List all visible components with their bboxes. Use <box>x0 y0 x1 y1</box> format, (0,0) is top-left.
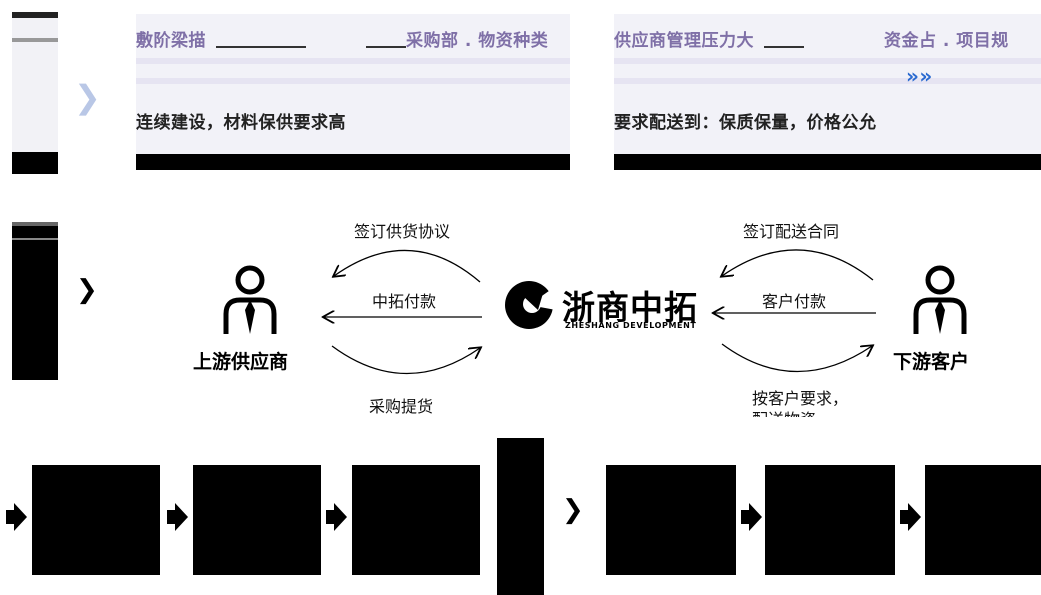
chevron-right-icon: ❯ <box>74 78 101 116</box>
logo-name: 浙商中拓 <box>562 288 698 327</box>
downstream-customer-label: 下游客户 <box>893 351 970 373</box>
banner-right-subtitle: 要求配送到：保质保量，价格公允 <box>614 113 877 133</box>
arrow-purchase-pickup <box>331 345 480 375</box>
chevron-right-icon: ❯ <box>76 275 98 305</box>
left-strip-top <box>12 12 58 174</box>
banner-right: 供应商管理压力大 资金占 . 项目规 »» 要求配送到：保质保量，价格公允 <box>614 14 1041 170</box>
person-icon <box>913 265 967 334</box>
banner-right-title-tail: 资金占 . 项目规 <box>884 31 1009 51</box>
arrow-right-icon <box>167 503 188 531</box>
logo-subtitle: ZHESHANG DEVELOPMENT <box>565 321 697 330</box>
step-block-5 <box>765 465 895 575</box>
banner-right-title: 供应商管理压力大 <box>614 31 754 51</box>
banner-left-title: 敷阶梁描 <box>136 31 206 51</box>
label-zhongtuo-pay: 中拓付款 <box>372 292 437 311</box>
arrow-sign-supply <box>334 249 481 283</box>
step-block-6 <box>925 465 1041 575</box>
left-block-middle <box>12 222 58 380</box>
banner-left-subtitle: 连续建设，材料保供要求高 <box>136 113 346 133</box>
arrow-right-icon <box>326 503 347 531</box>
step-block-2 <box>193 465 321 575</box>
step-block-1 <box>32 465 160 575</box>
arrow-sign-delivery <box>722 249 874 281</box>
step-block-4 <box>606 465 736 575</box>
step-block-3 <box>352 465 480 575</box>
label-customer-pay: 客户付款 <box>762 292 827 311</box>
banner-left-title-tail: 采购部 . 物资种类 <box>406 31 549 51</box>
label-deliver-line1: 按客户要求， <box>752 389 849 408</box>
arrow-right-icon <box>900 503 921 531</box>
arrow-right-icon <box>741 503 762 531</box>
logo-icon <box>505 281 556 329</box>
label-sign-delivery: 签订配送合同 <box>743 222 840 241</box>
arrow-right-icon <box>6 503 27 531</box>
chevron-right-icon: ❯ <box>562 495 584 525</box>
double-chevron-icon: »» <box>906 64 933 88</box>
label-purchase-pickup: 采购提货 <box>369 397 434 416</box>
upstream-supplier-label: 上游供应商 <box>193 351 289 373</box>
person-icon <box>223 265 277 334</box>
arrow-deliver-goods <box>721 343 872 373</box>
banner-left: 敷阶梁描 采购部 . 物资种类 连续建设，材料保供要求高 <box>136 14 570 170</box>
divider-block <box>497 438 544 595</box>
label-sign-supply: 签订供货协议 <box>354 222 451 241</box>
